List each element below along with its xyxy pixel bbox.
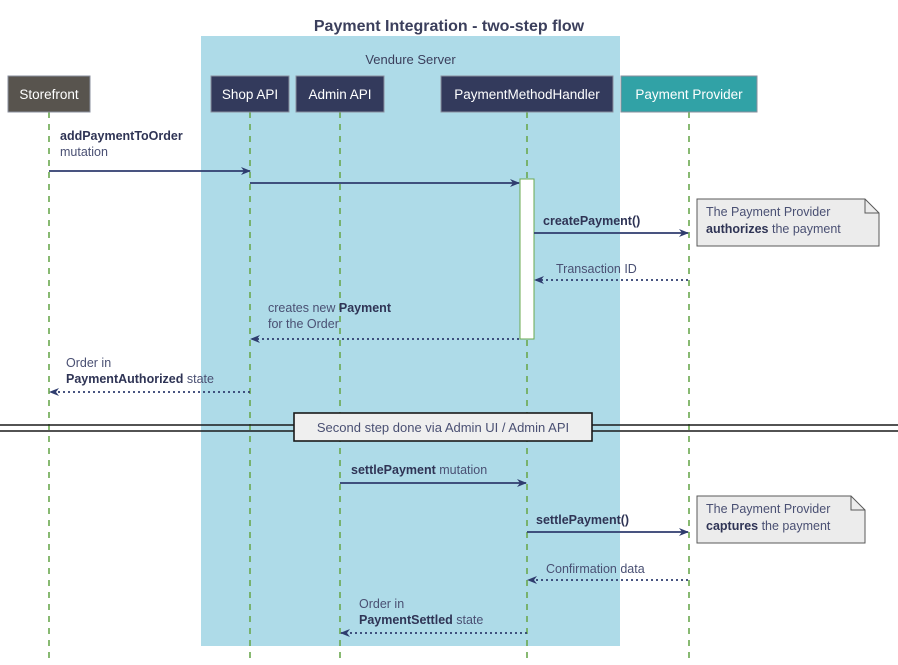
message-label-add-payment-to-order-line-1: mutation xyxy=(60,145,108,159)
participant-label-shop-api: Shop API xyxy=(222,87,278,102)
notes-group: The Payment Provider authorizes the payme… xyxy=(696,198,880,544)
participant-admin-api[interactable]: Admin API xyxy=(295,75,385,113)
participant-payment-provider[interactable]: Payment Provider xyxy=(620,75,758,113)
message-label-order-payment-authorized-line-1: PaymentAuthorized state xyxy=(66,372,214,386)
note-captures-text-line-1: captures the payment xyxy=(706,519,831,533)
participant-box-payment-method-handler[interactable] xyxy=(440,75,614,113)
group-vendure-server: Vendure Server xyxy=(201,36,620,646)
participant-box-payment-provider[interactable] xyxy=(620,75,758,113)
note-captures: The Payment Provider captures the payment xyxy=(696,495,866,544)
participant-label-admin-api: Admin API xyxy=(308,87,371,102)
message-order-payment-settled: Order in PaymentSettled state xyxy=(340,597,527,637)
note-captures-text-line-0: The Payment Provider xyxy=(706,502,830,516)
message-settle-payment-mutation: settlePayment mutation xyxy=(340,463,527,487)
participant-label-payment-provider: Payment Provider xyxy=(635,87,743,102)
participant-box-storefront[interactable] xyxy=(7,75,91,113)
message-settle-payment-call: settlePayment() xyxy=(527,513,689,536)
lifelines-group xyxy=(48,112,690,661)
message-label-order-payment-authorized-line-0: Order in xyxy=(66,356,111,370)
message-label-creates-new-payment-line-1: for the Order xyxy=(268,317,339,331)
note-captures-body xyxy=(696,495,866,544)
participant-shop-api[interactable]: Shop API xyxy=(210,75,290,113)
note-authorizes-body xyxy=(696,198,880,247)
message-label-confirmation-data-line-0: Confirmation data xyxy=(546,562,645,576)
message-creates-new-payment: creates new Payment for the Order xyxy=(250,301,519,343)
participant-storefront[interactable]: Storefront xyxy=(7,75,91,113)
message-label-settle-payment-mutation-line-0: settlePayment mutation xyxy=(351,463,487,477)
participants-group: Storefront Shop API Admin API PaymentMethod… xyxy=(7,75,758,113)
note-authorizes: The Payment Provider authorizes the payme… xyxy=(696,198,880,247)
message-label-create-payment-line-0: createPayment() xyxy=(543,214,640,228)
participant-label-payment-method-handler: PaymentMethodHandler xyxy=(454,87,600,102)
note-authorizes-fold-icon xyxy=(864,199,879,214)
divider-label: Second step done via Admin UI / Admin AP… xyxy=(317,420,569,435)
message-label-creates-new-payment-line-0: creates new Payment xyxy=(268,301,392,315)
message-add-payment-to-order: addPaymentToOrder mutation xyxy=(49,129,251,175)
message-label-add-payment-to-order-line-0: addPaymentToOrder xyxy=(60,129,183,143)
activation-bar-payment-method-handler xyxy=(519,178,535,340)
message-label-order-payment-settled-line-0: Order in xyxy=(359,597,404,611)
note-authorizes-text-line-1: authorizes the payment xyxy=(706,222,841,236)
message-create-payment: createPayment() xyxy=(534,214,689,237)
divider-box xyxy=(293,412,593,442)
message-order-payment-authorized: Order in PaymentAuthorized state xyxy=(49,356,250,396)
note-authorizes-text-line-0: The Payment Provider xyxy=(706,205,830,219)
group-label: Vendure Server xyxy=(365,52,456,67)
message-confirmation-data: Confirmation data xyxy=(527,562,688,584)
message-transaction-id: Transaction ID xyxy=(534,262,688,284)
participant-payment-method-handler[interactable]: PaymentMethodHandler xyxy=(440,75,614,113)
divider-group: Second step done via Admin UI / Admin AP… xyxy=(0,412,898,442)
message-label-order-payment-settled-line-1: PaymentSettled state xyxy=(359,613,483,627)
diagram-title: Payment Integration - two-step flow xyxy=(314,18,585,35)
participant-label-storefront: Storefront xyxy=(19,87,79,102)
message-label-transaction-id-line-0: Transaction ID xyxy=(556,262,637,276)
note-captures-fold-icon xyxy=(850,496,865,511)
participant-box-admin-api[interactable] xyxy=(295,75,385,113)
messages-group: addPaymentToOrder mutation createPayment()… xyxy=(49,129,689,637)
participant-box-shop-api[interactable] xyxy=(210,75,290,113)
message-label-settle-payment-call-line-0: settlePayment() xyxy=(536,513,629,527)
